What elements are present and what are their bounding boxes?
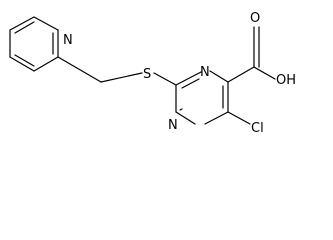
bonds <box>9 16 276 125</box>
bond-pyr-c6-n1 <box>175 111 196 125</box>
bond-py-4 <box>33 56 59 72</box>
bond-ch2-s <box>100 72 143 83</box>
bond-s-c2 <box>153 72 177 86</box>
atom-label-pyrimidine-n-upper: N <box>200 65 210 80</box>
bond-pyr-c5-c6 <box>204 111 229 125</box>
atom-label-pyridine-n: N <box>63 33 73 48</box>
atom-label-chlorine: Cl <box>251 121 264 136</box>
bond-c4-cooh <box>227 66 255 83</box>
bond-c5-cl <box>227 111 251 125</box>
bond-pyr-double-3 <box>179 108 183 111</box>
bond-pyr-c2-n3 <box>175 71 202 86</box>
bond-c-oh <box>253 66 276 80</box>
bond-py-1 <box>9 16 35 31</box>
molecule-structure: N S N N O OH Cl <box>9 11 296 136</box>
bond-pyr-double-1 <box>181 78 200 89</box>
atom-label-sulfur: S <box>143 67 151 82</box>
structure-canvas: N S N N O OH Cl <box>9 11 297 136</box>
atom-labels: N S N N O OH Cl <box>63 11 296 136</box>
bond-py-double-1 <box>14 21 35 34</box>
bond-py-5 <box>9 56 35 72</box>
atom-label-carbonyl-o: O <box>250 11 260 26</box>
atom-label-pyrimidine-n-lower: N <box>168 118 178 133</box>
atom-label-hydroxyl: OH <box>276 73 296 88</box>
bond-py-ch2 <box>57 56 102 83</box>
bond-py-double-3 <box>14 54 35 67</box>
bond-py-2 <box>33 16 59 31</box>
bond-pyr-n3-c4 <box>209 70 229 83</box>
